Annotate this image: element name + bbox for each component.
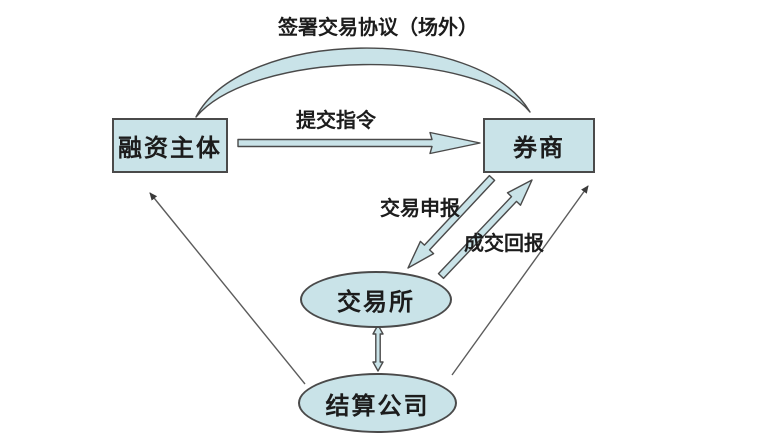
node-broker-label: 券商: [513, 135, 565, 162]
exchange-clearing-double-arrow: [372, 324, 384, 372]
label-trade-declaration: 交易申报: [380, 198, 460, 220]
trade-confirmation-arrow: [437, 179, 533, 280]
node-broker: 券商: [483, 118, 595, 173]
clearing-to-financing-line: [149, 192, 306, 385]
label-submit-order: 提交指令: [296, 110, 376, 132]
label-sign-agreement: 签署交易协议（场外）: [278, 17, 478, 39]
node-exchange-label: 交易所: [337, 289, 415, 316]
submit-order-arrow: [237, 131, 481, 155]
otc-agreement-arc: [195, 47, 531, 118]
node-clearing-company: 结算公司: [298, 373, 457, 433]
trade-declaration-arrow: [407, 174, 496, 269]
clearing-to-broker-line: [451, 185, 589, 376]
node-financing-entity: 融资主体: [112, 118, 228, 173]
label-trade-confirmation: 成交回报: [464, 233, 544, 255]
node-financing-entity-label: 融资主体: [118, 135, 222, 162]
node-exchange: 交易所: [300, 271, 452, 328]
node-clearing-company-label: 结算公司: [325, 392, 430, 420]
